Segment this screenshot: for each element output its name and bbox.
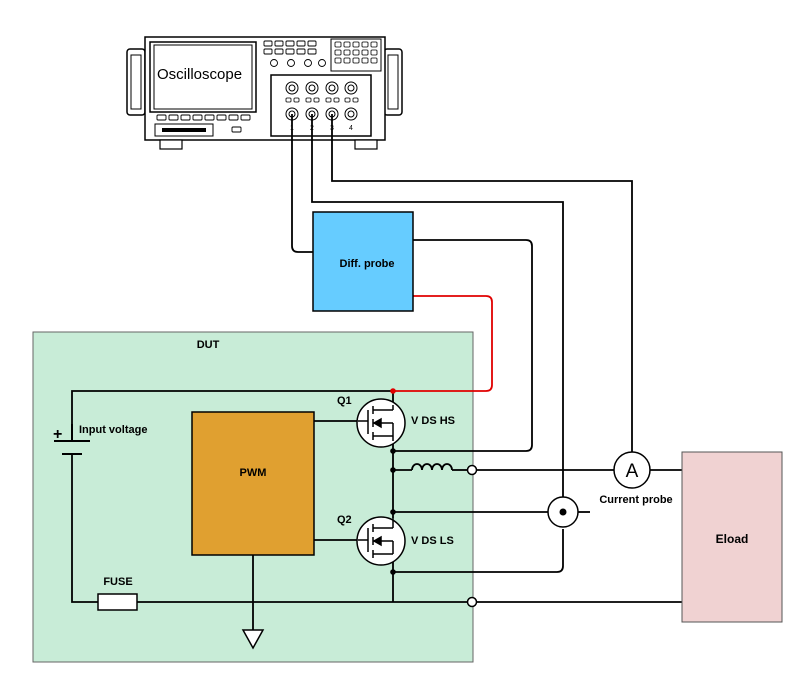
inductor-icon <box>411 463 453 471</box>
pwm-label: PWM <box>240 467 267 479</box>
channel-4-label: 4 <box>349 125 353 132</box>
input-voltage-label: Input voltage <box>79 424 147 436</box>
battery-icon <box>54 424 90 455</box>
oscilloscope: 1 2 3 4 Oscilloscope <box>126 36 403 150</box>
q1-vds-label: V DS HS <box>411 415 455 427</box>
mosfet-q1 <box>356 398 406 448</box>
output-terminal-negative <box>466 596 478 608</box>
current-probe-label: Current probe <box>599 494 672 506</box>
mosfet-q2 <box>356 516 406 566</box>
ammeter-symbol: A <box>626 461 639 482</box>
ground-icon <box>241 629 265 650</box>
output-terminal-positive <box>466 464 478 476</box>
oscilloscope-label: Oscilloscope <box>157 66 242 83</box>
diff-probe-box <box>312 211 414 312</box>
q1-label: Q1 <box>337 395 352 407</box>
pwm-box <box>191 411 315 556</box>
q2-label: Q2 <box>337 514 352 526</box>
battery-plus-sign: + <box>53 426 62 443</box>
q2-vds-label: V DS LS <box>411 535 454 547</box>
wiring <box>71 114 682 630</box>
diff-probe-red-lead <box>393 295 493 392</box>
current-probe-clamp-dot <box>559 508 567 516</box>
eload-label: Eload <box>716 532 749 546</box>
fuse-icon <box>97 593 138 611</box>
junction-dots <box>390 388 396 575</box>
fuse-label: FUSE <box>103 576 132 588</box>
dut-label: DUT <box>197 339 220 351</box>
current-probe-ammeter <box>613 451 651 489</box>
eload-box <box>681 451 783 623</box>
diff-probe-label: Diff. probe <box>340 258 395 270</box>
